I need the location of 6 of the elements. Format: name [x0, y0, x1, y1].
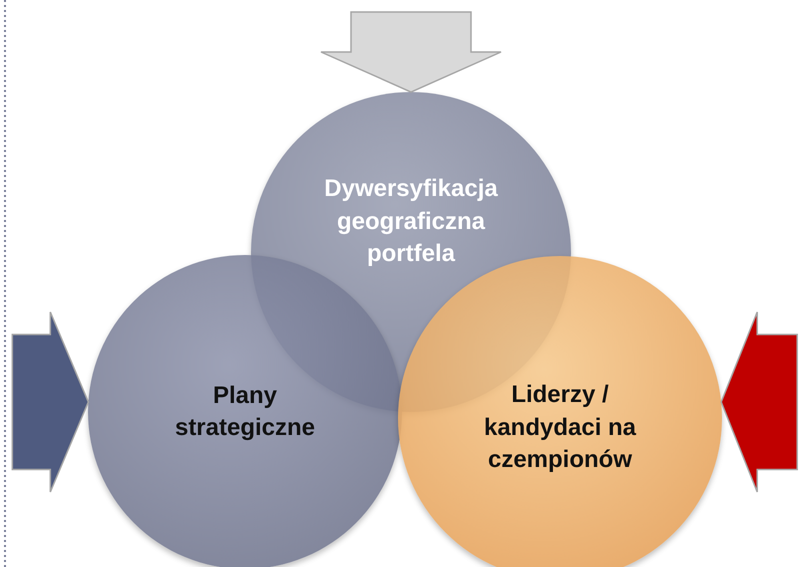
block-arrow: [12, 311, 90, 493]
circle-label: Liderzy / kandydaci na czempionów: [482, 380, 638, 476]
block-arrow: [720, 311, 798, 493]
circle-label: Plany strategiczne: [174, 380, 316, 443]
circle-label: Dywersyfikacja geograficzna portfela: [323, 174, 499, 270]
block-arrow: [320, 11, 502, 93]
